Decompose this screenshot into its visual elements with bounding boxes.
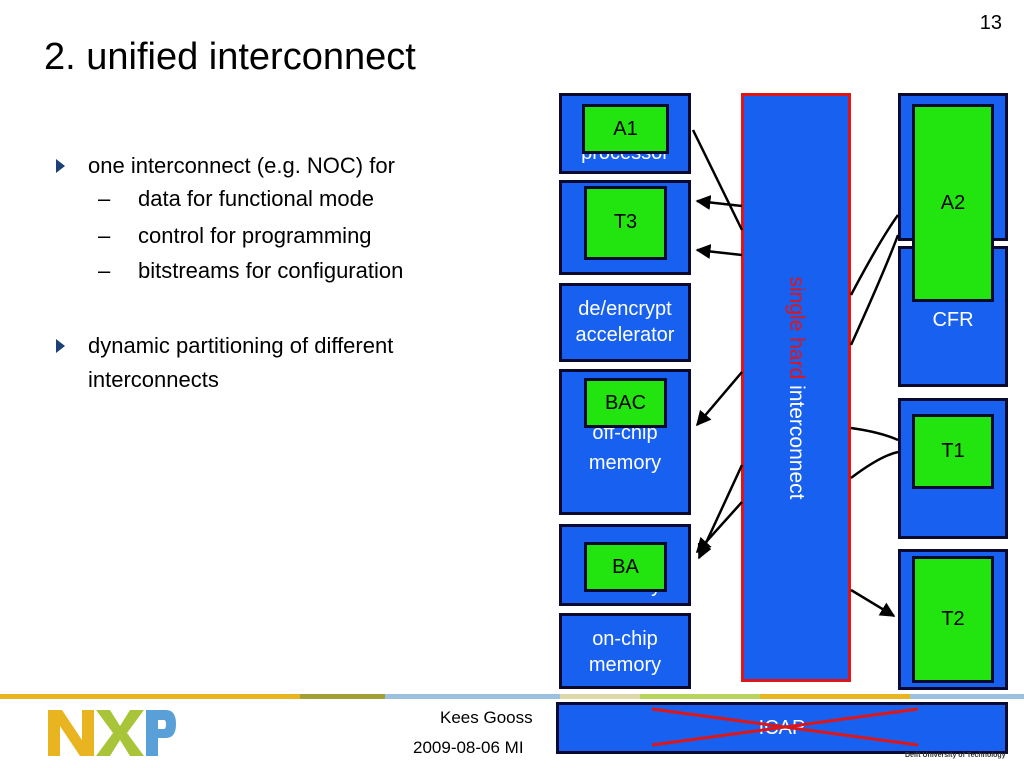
- bullet-text-line2: interconnects: [88, 367, 219, 392]
- memory-label: memory: [588, 452, 662, 474]
- bullet-marker-icon: [56, 339, 65, 353]
- slide-title: 2. unified interconnect: [44, 36, 416, 78]
- cfr-label: CFR: [932, 309, 974, 331]
- nxp-logo-icon: [48, 710, 176, 756]
- sub-bullet-text: data for functional mode: [138, 186, 375, 211]
- footer-date: 2009-08-06 MI: [413, 738, 524, 757]
- connector-line: [849, 214, 900, 296]
- sub-bullet-dash: –: [98, 223, 111, 248]
- connector-line: [691, 129, 744, 231]
- tile-t1: T1: [912, 414, 994, 489]
- on-chip-label: on-chip: [592, 628, 658, 650]
- tile-t2: T2: [912, 556, 994, 683]
- arrow-to-bac: [696, 371, 743, 427]
- arrow-to-ba-2: [695, 501, 743, 554]
- tile-ba: BA: [584, 542, 667, 592]
- tile-a2: A2: [912, 104, 994, 302]
- arrow-to-t2: [850, 588, 896, 618]
- sub-bullet-dash: –: [98, 258, 111, 283]
- accelerator-label: accelerator: [575, 324, 675, 346]
- connector-line: [850, 426, 899, 442]
- bullet-marker-icon: [56, 159, 65, 173]
- sub-bullet-text: bitstreams for configuration: [138, 258, 404, 283]
- de-encrypt-label: de/encrypt: [578, 298, 672, 320]
- on-chip-memory-block: on-chip memory: [559, 613, 691, 689]
- bullet-text: dynamic partitioning of different: [88, 333, 394, 358]
- tile-t3: T3: [584, 186, 667, 260]
- on-chip-memory-label: memory: [588, 654, 662, 676]
- tile-a1: A1: [582, 104, 669, 154]
- arrow-to-t3: [695, 195, 743, 210]
- tile-bac: BAC: [584, 378, 667, 428]
- de-encrypt-accelerator-block: de/encrypt accelerator: [559, 283, 691, 362]
- sub-bullet-dash: –: [98, 186, 111, 211]
- bullet-text: one interconnect (e.g. NOC) for: [88, 153, 395, 178]
- connector-line: [850, 450, 899, 479]
- sub-bullet-text: control for programming: [138, 223, 372, 248]
- tu-delft-footer-text: Delft University of Technology: [905, 752, 1006, 759]
- connector-line: [849, 234, 900, 346]
- slide-number: 13: [979, 12, 1002, 34]
- single-hard-interconnect: [741, 93, 851, 682]
- footer-author: Kees Gooss: [440, 708, 533, 727]
- arrow-to-t3-lower: [695, 244, 743, 259]
